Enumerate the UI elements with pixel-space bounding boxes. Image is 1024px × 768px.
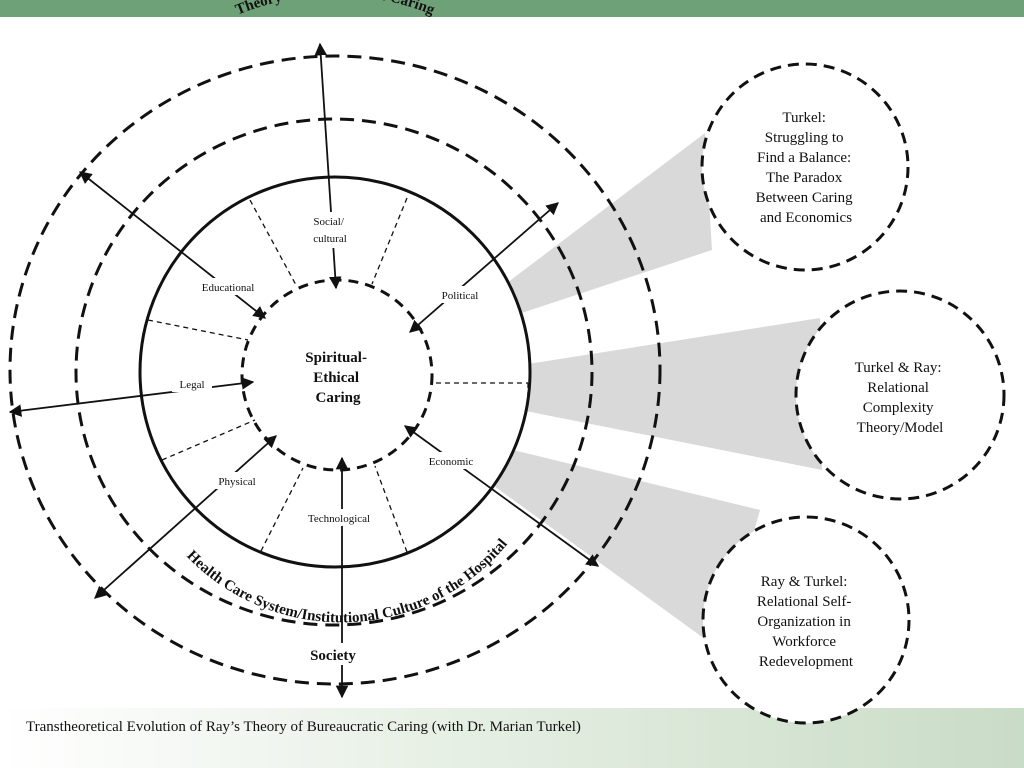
arrow-legal [8,377,255,417]
top-accent-bar [0,0,1024,17]
center-core [257,329,403,425]
bubble-turkel-balance: Turkel: Struggling to Find a Balance: Th… [700,62,910,272]
label-legal: Legal [179,379,204,391]
slide-caption: Transtheoretical Evolution of Ray’s Theo… [26,719,581,735]
svg-text:Ray & Turkel: Relational: Ray & Turkel: Relational Self- Organizat… [757,574,855,670]
label-theory-ring: Theory of Bureaucratic Caring [233,0,437,19]
arrow-economic [403,425,600,567]
label-social-cultural: Social/ cultural [313,216,347,245]
bubble-relational-complexity: Turkel & Ray: Relational Complexity Theo… [794,289,1006,501]
svg-text:Turkel: Struggling to: Turkel: Struggling to Find a Balance: Th… [756,110,857,226]
diagram-arrows [8,42,600,699]
bubble-relational-self-organization: Ray & Turkel: Relational Self- Organizat… [701,515,911,725]
beam-relational-complexity [395,318,822,470]
center-label: Spiritual- Ethical Caring [305,350,370,406]
label-society: Society [310,648,356,664]
label-economic: Economic [429,456,474,468]
arrow-physical [94,435,277,599]
svg-text:Turkel & Ray: Relational: Turkel & Ray: Relational Complexity Theo… [855,360,946,436]
label-political: Political [442,290,479,302]
label-technological: Technological [308,513,370,525]
label-physical: Physical [218,476,255,488]
arrow-political [409,202,559,333]
label-educational: Educational [202,282,255,294]
institution-ring [74,117,594,627]
dimension-dividers [147,197,529,553]
caption-bar [0,708,1024,768]
